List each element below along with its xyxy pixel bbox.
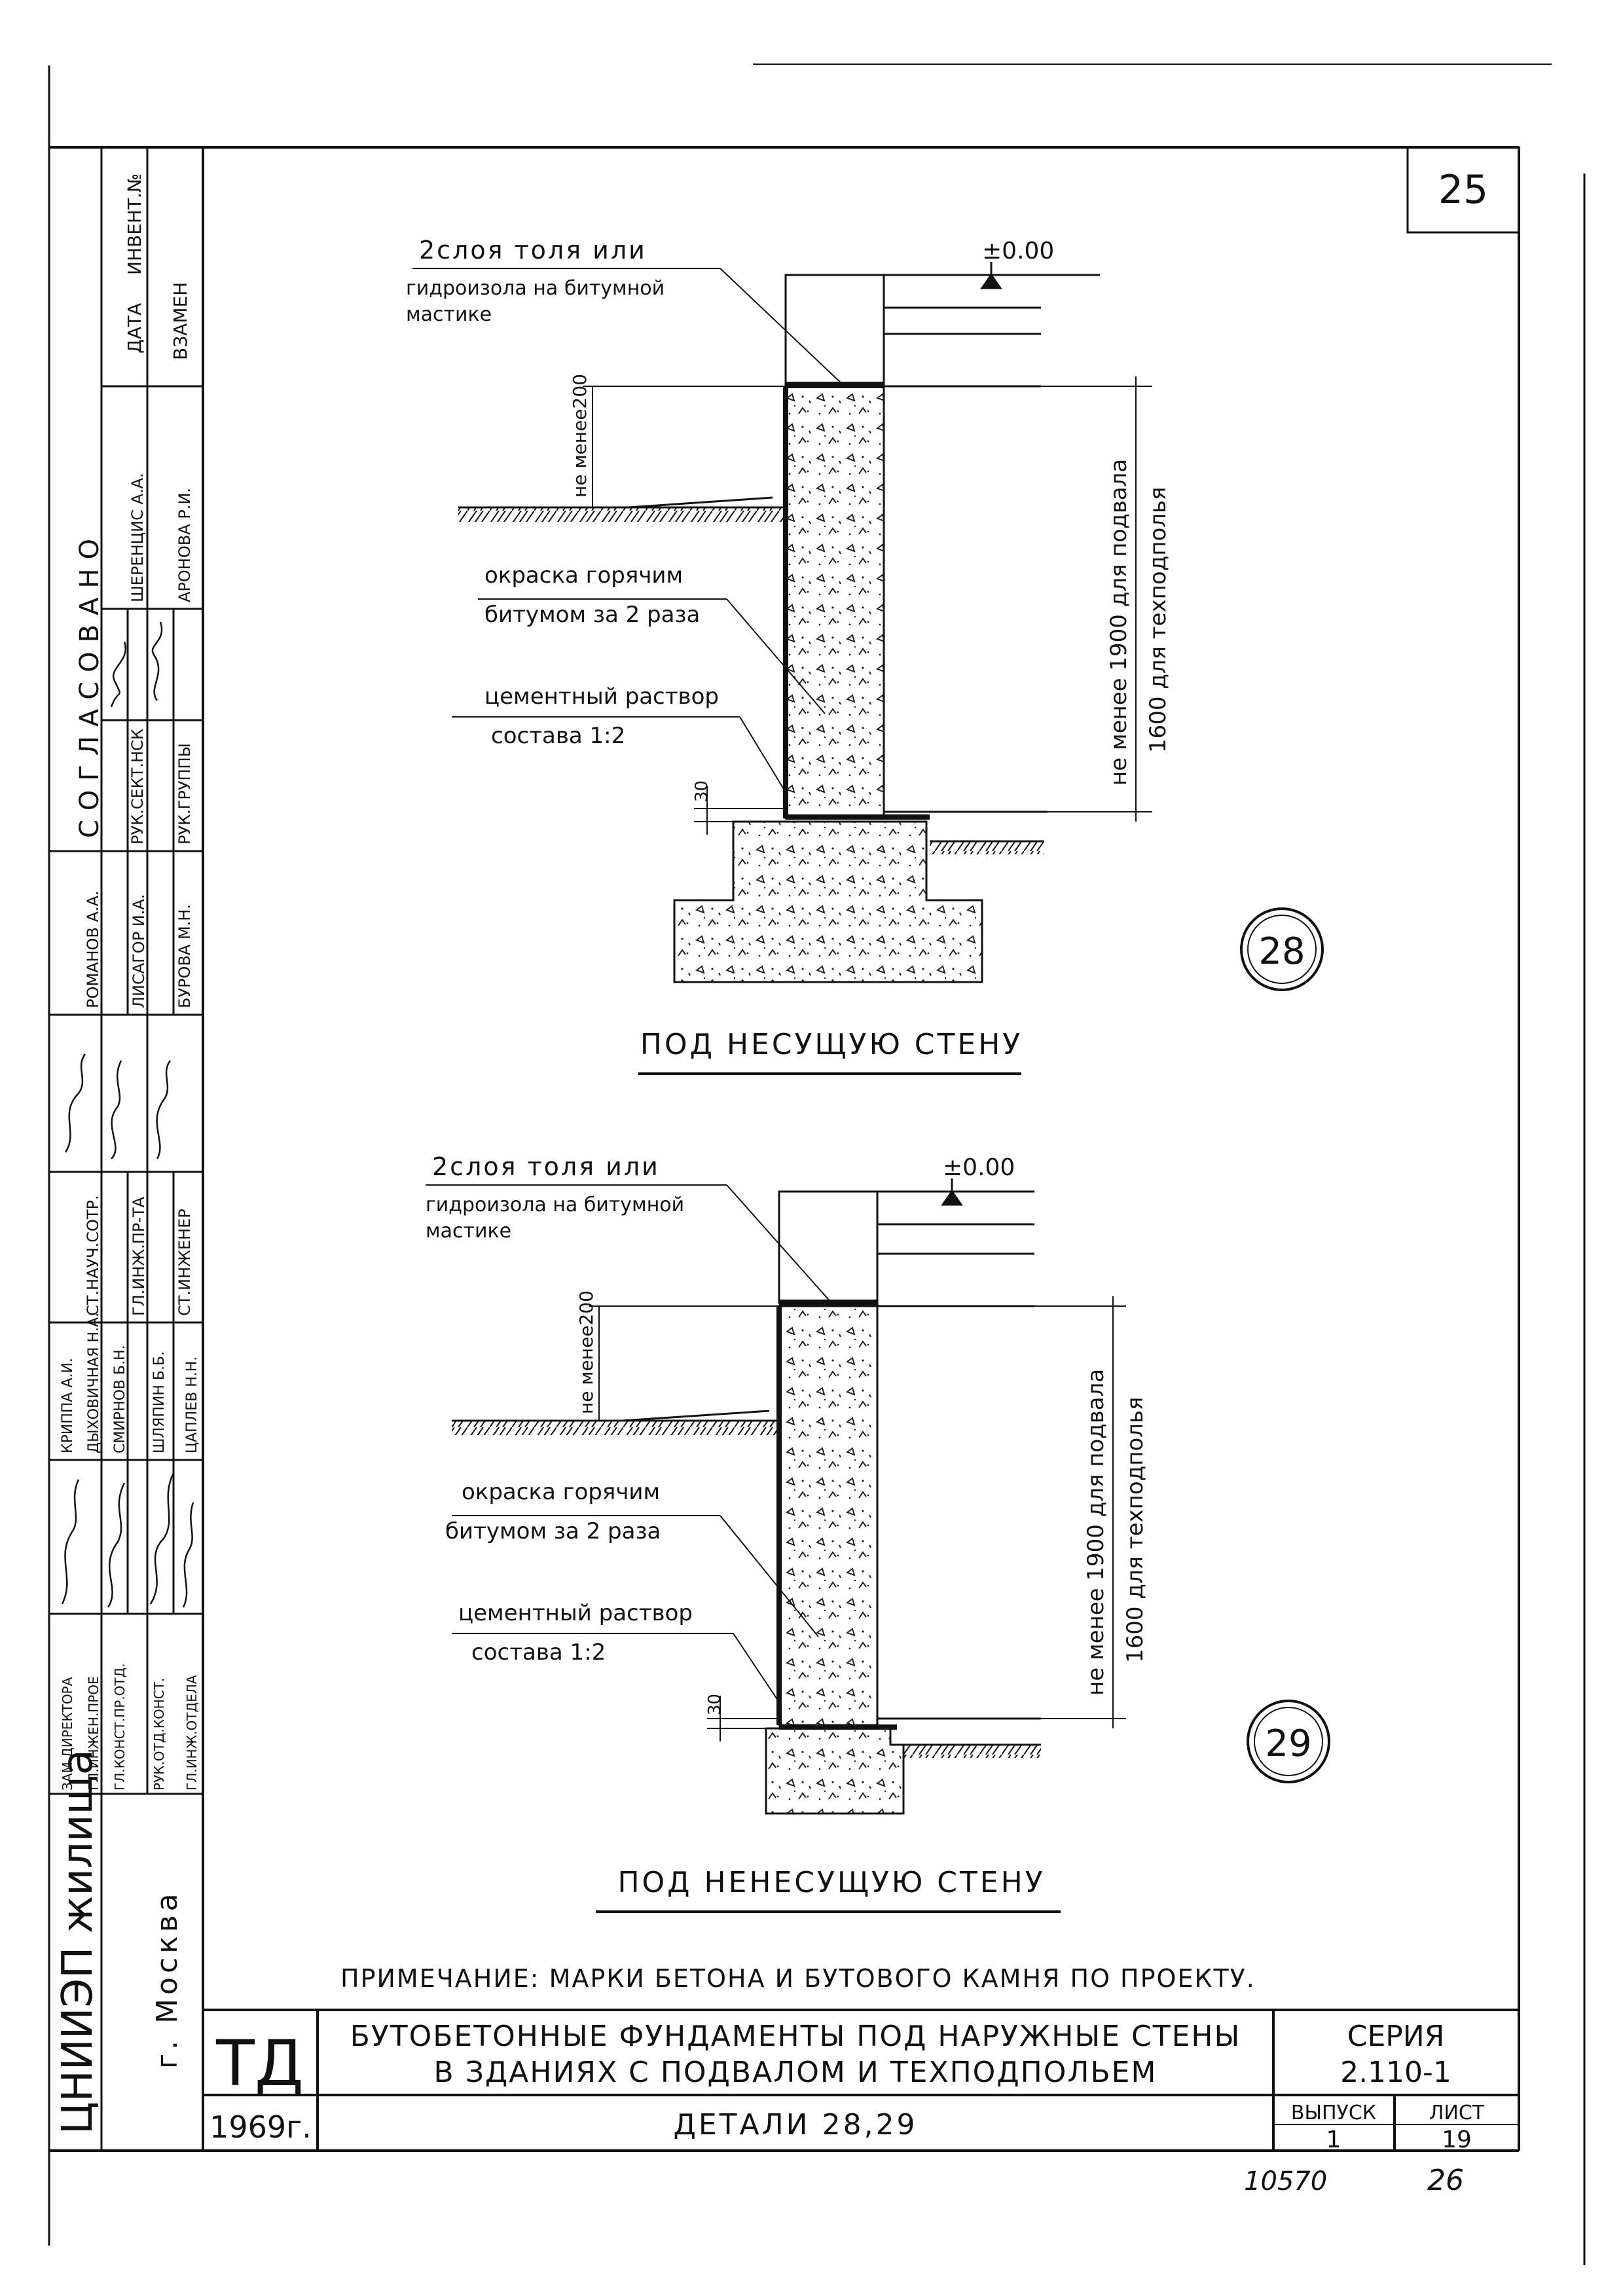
signature-scribbles bbox=[61, 621, 194, 1608]
d28-dim-basement: не менее 1900 для подвала bbox=[1106, 459, 1132, 786]
d28-dim-subfloor: 1600 для техподполья bbox=[1145, 487, 1171, 753]
detail-28: 2слоя толя или гидроизола на битумной ма… bbox=[406, 236, 1324, 1075]
tb-subtitle: ДЕТАЛИ 28,29 bbox=[673, 2108, 917, 2141]
page-number: 25 bbox=[1438, 167, 1488, 213]
stamp-agreed-role-2: РУК.ГРУППЫ bbox=[175, 743, 194, 845]
archive-page: 26 bbox=[1427, 2164, 1464, 2197]
stamp-left-name-3: СМИРНОВ Б.Н. bbox=[112, 1345, 128, 1453]
stamp-replace-label: ВЗАМЕН bbox=[170, 282, 191, 360]
side-stamp bbox=[49, 147, 203, 2151]
stamp-org: ЦНИИЭП жилища bbox=[54, 1749, 102, 2134]
stamp-left-role-5: ГЛ.ИНЖ.ОТДЕЛА bbox=[184, 1675, 200, 1791]
tb-sheet-value: 19 bbox=[1442, 2126, 1472, 2153]
stamp-left-role-2: ГЛ.ИНЖЕН.ПРОЕ bbox=[86, 1676, 101, 1791]
stamp-left-name-4: ШЛЯПИН Б.Б. bbox=[151, 1351, 168, 1453]
tb-sheet-label: ЛИСТ bbox=[1429, 2102, 1485, 2124]
d29-label-min200: не менее200 bbox=[575, 1290, 597, 1414]
d29-dim-30: 30 bbox=[705, 1694, 725, 1715]
detail-29-marker: 29 bbox=[1247, 1700, 1330, 1783]
d28-label-mortar2: состава 1:2 bbox=[491, 723, 625, 749]
detail-28-text: 2слоя толя или гидроизола на битумной ма… bbox=[406, 236, 1171, 802]
stamp-right-name-1: РОМАНОВ А.А. bbox=[84, 890, 102, 1008]
stamp-left-role-1: ЗАМ.ДИРЕКТОРА bbox=[60, 1677, 75, 1791]
note: ПРИМЕЧАНИЕ: МАРКИ БЕТОНА И БУТОВОГО КАМН… bbox=[340, 1964, 1256, 1993]
tb-title2: В ЗДАНИЯХ С ПОДВАЛОМ И ТЕХПОДПОЛЬЕМ bbox=[434, 2056, 1158, 2089]
stamp-right-role-1: СТ.НАУЧ.СОТР. bbox=[84, 1195, 102, 1316]
d29-label-hydro2: мастике bbox=[426, 1220, 511, 1243]
stamp-left-name-1: КРИППА А.И. bbox=[60, 1358, 76, 1453]
d28-label-level: ±0.00 bbox=[982, 238, 1054, 264]
stamp-inv-label: ИНВЕНТ.№ bbox=[124, 173, 145, 275]
tb-issue-value: 1 bbox=[1326, 2126, 1341, 2153]
d29-label-paint1: окраска горячим bbox=[462, 1479, 660, 1505]
stamp-agreed-name-2: АРОНОВА Р.И. bbox=[175, 488, 194, 602]
stamp-agreed-label: СОГЛАСОВАНО bbox=[75, 530, 105, 838]
d29-label-hydro1: гидроизола на битумной bbox=[426, 1194, 684, 1216]
detail-28-marker: 28 bbox=[1240, 907, 1324, 991]
d28-label-paint2: битумом за 2 раза bbox=[484, 602, 700, 628]
detail-29-text: 2слоя толя или гидроизола на битумной ма… bbox=[426, 1152, 1148, 1715]
tb-code: ТД bbox=[215, 2027, 304, 2100]
d29-label-mortar2: состава 1:2 bbox=[471, 1639, 606, 1666]
stamp-city: г. Москва bbox=[151, 1889, 184, 2069]
title-block-text: ТД 1969г. БУТОБЕТОННЫЕ ФУНДАМЕНТЫ ПОД НА… bbox=[210, 2020, 1485, 2153]
tb-year: 1969г. bbox=[210, 2109, 312, 2145]
stamp-right-name-2: ЛИСАГОР И.А. bbox=[130, 894, 148, 1008]
stamp-agreed-role-1: РУК.СЕКТ.НСК bbox=[128, 729, 147, 845]
d29-dim-subfloor: 1600 для техподполья bbox=[1122, 1397, 1148, 1663]
d28-number: 28 bbox=[1258, 930, 1305, 973]
d29-label-paint2: битумом за 2 раза bbox=[445, 1518, 661, 1544]
stamp-left-role-4: РУК.ОТД.КОНСТ. bbox=[151, 1678, 167, 1791]
tb-title1: БУТОБЕТОННЫЕ ФУНДАМЕНТЫ ПОД НАРУЖНЫЕ СТЕ… bbox=[350, 2020, 1241, 2053]
tb-series-label: СЕРИЯ bbox=[1347, 2020, 1445, 2053]
tb-issue-label: ВЫПУСК bbox=[1291, 2102, 1376, 2124]
d28-label-tar: 2слоя толя или bbox=[419, 236, 647, 264]
d29-label-mortar1: цементный раствор bbox=[458, 1600, 693, 1626]
d28-label-paint1: окраска горячим bbox=[484, 562, 683, 589]
d28-label-mortar1: цементный раствор bbox=[484, 683, 719, 710]
archive-number: 10570 bbox=[1244, 2166, 1327, 2196]
detail-29-geometry bbox=[426, 1178, 1126, 1815]
d29-label-tar: 2слоя толя или bbox=[432, 1152, 660, 1181]
detail-28-geometry bbox=[412, 262, 1152, 983]
stamp-date-label: ДАТА bbox=[124, 303, 145, 354]
d29-label-level: ±0.00 bbox=[943, 1154, 1015, 1181]
stamp-right-name-3: БУРОВА М.Н. bbox=[175, 904, 194, 1008]
page-number-box: 25 bbox=[1406, 146, 1520, 234]
d28-label-hydro1: гидроизола на битумной bbox=[406, 277, 665, 300]
title-block bbox=[203, 2009, 1519, 2151]
stamp-left-role-3: ГЛ.КОНСТ.ПР.ОТД. bbox=[112, 1663, 128, 1791]
d28-label-min200: не менее200 bbox=[569, 374, 591, 498]
d29-caption: ПОД НЕНЕСУЩУЮ СТЕНУ bbox=[617, 1866, 1045, 1899]
stamp-agreed-name-1: ШЕРЕНЦИС А.А. bbox=[128, 473, 147, 602]
tb-series-value: 2.110-1 bbox=[1340, 2056, 1451, 2089]
side-stamp-text: ВЗАМЕН ИНВЕНТ.№ ДАТА СОГЛАСОВАНО РУК.СЕК… bbox=[54, 173, 200, 2134]
sheet-frame bbox=[48, 64, 1586, 2265]
d29-dim-basement: не менее 1900 для подвала bbox=[1083, 1369, 1109, 1696]
stamp-right-role-2: ГЛ.ИНЖ.ПР-ТА bbox=[130, 1196, 148, 1316]
stamp-right-role-3: СТ.ИНЖЕНЕР bbox=[175, 1209, 194, 1316]
d28-caption: ПОД НЕСУЩУЮ СТЕНУ bbox=[640, 1028, 1023, 1061]
stamp-left-name-5: ЦАПЛЕВ Н.Н. bbox=[184, 1357, 200, 1453]
stamp-left-name-2: ДЫХОВИЧНАЯ Н.А. bbox=[86, 1313, 102, 1453]
d28-dim-30: 30 bbox=[692, 780, 712, 802]
d28-label-hydro2: мастике bbox=[406, 303, 492, 326]
d29-number: 29 bbox=[1265, 1722, 1311, 1765]
detail-29: 2слоя толя или гидроизола на битумной ма… bbox=[426, 1152, 1330, 1913]
